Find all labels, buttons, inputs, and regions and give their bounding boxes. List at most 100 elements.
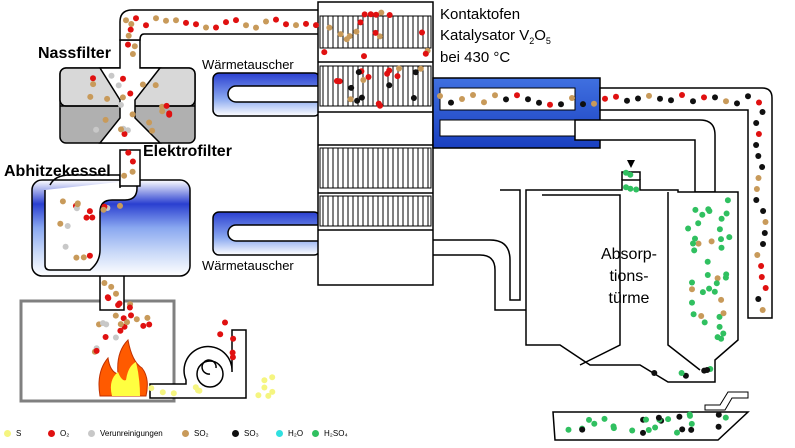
particle — [470, 92, 476, 98]
particle — [129, 158, 136, 165]
particle — [163, 17, 169, 24]
particle — [601, 415, 608, 422]
particle — [90, 81, 97, 88]
particle — [149, 127, 156, 134]
legend-item: O₂ — [48, 429, 69, 438]
particle — [754, 252, 761, 258]
particle — [724, 197, 731, 204]
waste-heat-boiler — [31, 174, 191, 277]
particle — [448, 99, 454, 106]
particle — [705, 206, 712, 213]
particle — [755, 296, 762, 302]
particle — [100, 320, 106, 327]
label-absorption-line1: Absorp- — [600, 246, 658, 263]
particle — [410, 95, 417, 101]
particle — [74, 201, 81, 208]
top-duct — [119, 9, 323, 41]
particle — [687, 412, 693, 419]
particle — [396, 65, 402, 72]
particle — [375, 100, 382, 107]
particle — [112, 312, 119, 319]
particle — [481, 99, 487, 106]
particle — [704, 367, 711, 373]
particle — [716, 226, 723, 233]
particle — [367, 11, 374, 18]
particle — [695, 240, 702, 247]
label-temperature: bei 430 °C — [440, 49, 511, 66]
label-waermetauscher-top: Wärmetauscher — [202, 57, 294, 72]
particle — [722, 274, 729, 281]
particle — [265, 392, 272, 399]
label-abhitzekessel: Abhitzekessel — [4, 163, 111, 180]
particle — [222, 319, 228, 326]
particle — [753, 120, 760, 126]
particle — [115, 82, 122, 89]
particle — [146, 119, 153, 126]
particle — [89, 214, 96, 221]
particle — [347, 96, 354, 103]
legend-label: H₂SO₄ — [324, 429, 348, 438]
particle — [718, 236, 724, 243]
particle — [692, 235, 698, 242]
legend-swatch — [312, 430, 319, 437]
particle — [699, 289, 706, 296]
particle — [360, 77, 367, 83]
particle — [755, 175, 762, 181]
label-absorptionstuerme: Absorp- tions- türme — [584, 244, 674, 310]
particle — [602, 95, 608, 102]
particle — [668, 97, 674, 104]
particle — [682, 372, 689, 379]
particle — [758, 263, 765, 269]
particle — [643, 416, 649, 423]
particle — [722, 414, 729, 421]
particle — [223, 19, 229, 26]
contact-furnace — [317, 1, 434, 286]
particle — [108, 283, 115, 290]
particle — [128, 21, 135, 27]
particle — [704, 258, 711, 265]
particle — [108, 72, 115, 79]
particle — [139, 81, 146, 88]
particle — [704, 272, 711, 278]
particle — [123, 17, 129, 24]
particle — [337, 31, 344, 38]
particle — [678, 370, 685, 376]
particle — [386, 12, 393, 18]
particle — [720, 330, 727, 337]
particle — [116, 300, 123, 307]
particle — [117, 202, 123, 209]
particle — [203, 24, 209, 31]
particle — [303, 20, 309, 27]
particle — [701, 94, 707, 101]
particle — [753, 142, 760, 148]
particle — [716, 313, 723, 320]
particle — [679, 92, 685, 98]
particle — [689, 299, 695, 306]
particle — [59, 198, 66, 205]
particle — [213, 24, 219, 31]
particle — [514, 92, 520, 99]
particle — [261, 377, 268, 384]
particle — [273, 16, 279, 23]
particle — [159, 108, 166, 115]
particle — [758, 274, 765, 280]
particle — [714, 334, 721, 341]
particle — [269, 388, 276, 395]
particle — [698, 313, 705, 319]
absorption-towers — [525, 160, 739, 383]
particle — [645, 427, 652, 433]
particle — [591, 100, 597, 107]
legend-label: H₂O — [288, 429, 304, 438]
particle — [129, 111, 136, 118]
legend-item: S — [4, 429, 21, 438]
particle — [263, 18, 269, 25]
legend-item: H₂O — [276, 429, 303, 438]
legend-item: H₂SO₄ — [312, 429, 348, 438]
particle — [365, 74, 372, 80]
particle — [713, 280, 720, 287]
particle — [102, 334, 109, 340]
particle — [119, 94, 126, 101]
particle — [192, 384, 199, 391]
particle — [129, 168, 136, 175]
particle — [313, 22, 319, 29]
